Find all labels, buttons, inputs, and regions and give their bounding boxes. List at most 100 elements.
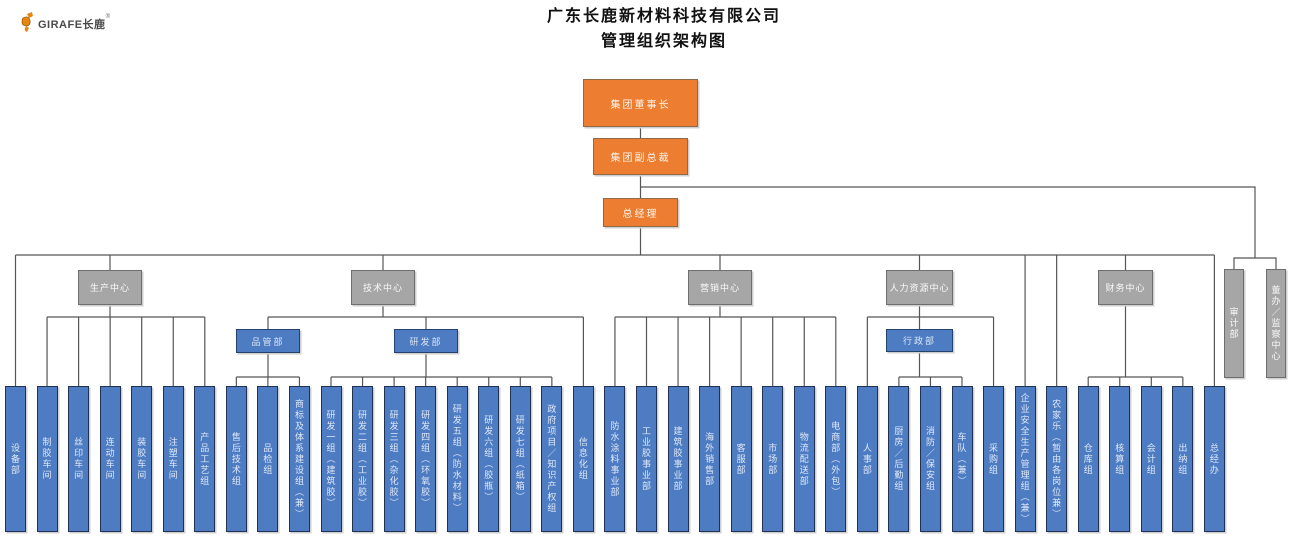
org-node-rnd-dept-label: 研发部: [409, 336, 443, 347]
org-node-admin-dept-label: 行政部: [902, 336, 936, 346]
org-leaf-node: 研发七组（纸箱）: [509, 386, 531, 532]
org-node-rnd-dept: 研发部: [394, 329, 458, 353]
org-leaf-node: 建筑胶事业部: [667, 386, 689, 532]
org-leaf-node: 厨房／后勤组: [888, 386, 910, 532]
org-leaf-node: 人事部: [856, 386, 878, 532]
org-node-group-chairman: 集团董事长: [583, 79, 698, 127]
org-node-board-office-supervision-center-label: 董办／监察中心: [1270, 285, 1281, 362]
org-leaf-node-label: 物流配送部: [798, 431, 809, 487]
chart-subtitle: 管理组织架构图: [600, 33, 727, 50]
chart-title: 广东长鹿新材料科技有限公司 管理组织架构图: [464, 4, 864, 54]
org-leaf-node: 出纳组: [1172, 386, 1194, 532]
org-leaf-node-label: 品检组: [262, 442, 273, 476]
org-leaf-node: 仓库组: [1077, 386, 1099, 532]
org-leaf-node: 企业安全生产管理组（兼）: [1014, 386, 1036, 532]
logo: GIRAFE长鹿 ®: [18, 10, 110, 38]
org-leaf-node: 研发六组（胶瓶）: [478, 386, 500, 532]
org-leaf-node-label: 人事部: [861, 442, 872, 476]
org-leaf-node: 政府项目／知识产权组: [541, 386, 563, 532]
org-node-finance-center: 财务中心: [1098, 270, 1153, 305]
org-leaf-node-label: 装胶车间: [136, 437, 147, 481]
org-node-group-vice-president-label: 集团副总裁: [610, 153, 671, 164]
org-leaf-node-label: 核算组: [1114, 442, 1125, 476]
org-leaf-node: 电商部（外包）: [825, 386, 847, 532]
org-node-general-manager: 总经理: [603, 198, 678, 227]
org-leaf-node-label: 建筑胶事业部: [672, 426, 683, 492]
org-node-quality-dept: 品管部: [236, 329, 300, 353]
org-leaf-node: 海外销售部: [699, 386, 721, 532]
org-leaf-node: 设备部: [5, 386, 26, 532]
org-node-group-vice-president: 集团副总裁: [593, 138, 688, 175]
org-leaf-node-label: 制胶车间: [41, 437, 52, 481]
org-node-quality-dept-label: 品管部: [251, 336, 285, 347]
org-leaf-node: 物流配送部: [793, 386, 815, 532]
org-leaf-node-label: 总经办: [1208, 442, 1219, 476]
org-leaf-node: 连动车间: [99, 386, 121, 532]
org-leaf-node-label: 工业胶事业部: [641, 426, 651, 492]
org-leaf-node-label: 厨房／后勤组: [893, 426, 904, 492]
org-leaf-node: 防水涂料事业部: [604, 386, 626, 532]
org-node-audit-dept: 审计部: [1224, 269, 1244, 378]
org-leaf-node: 制胶车间: [36, 386, 58, 532]
org-leaf-node-label: 产品工艺组: [199, 431, 210, 487]
org-node-admin-dept: 行政部: [886, 329, 953, 352]
org-leaf-node-label: 采购组: [988, 442, 999, 476]
org-leaf-node-label: 研发七组（纸箱）: [514, 415, 525, 503]
org-leaf-node: 农家乐（暂由各岗位兼）: [1046, 386, 1068, 532]
org-leaf-node: 装胶车间: [131, 386, 153, 532]
logo-registered-mark: ®: [105, 14, 110, 20]
org-leaf-node-label: 研发三组（杂化胶）: [388, 409, 399, 509]
org-node-technology-center: 技术中心: [351, 270, 415, 305]
org-node-general-manager-label: 总经理: [622, 209, 659, 220]
org-leaf-node: 采购组: [983, 386, 1005, 532]
org-node-audit-dept-label: 审计部: [1228, 307, 1239, 340]
org-leaf-node-label: 客服部: [735, 442, 746, 476]
org-leaf-node: 会计组: [1140, 386, 1162, 532]
org-leaf-node-label: 研发五组（防水材料）: [451, 404, 462, 514]
org-leaf-node: 研发四组（环氧胶）: [415, 386, 437, 532]
org-leaf-node-label: 研发六组（胶瓶）: [483, 415, 494, 503]
org-leaf-node-label: 信息化组: [577, 437, 588, 481]
org-leaf-node-label: 企业安全生产管理组（兼）: [1019, 393, 1030, 525]
org-leaf-node: 售后技术组: [225, 386, 247, 532]
org-leaf-node-label: 出纳组: [1177, 442, 1188, 476]
org-leaf-node-label: 电商部（外包）: [830, 420, 841, 498]
org-node-group-chairman-label: 集团董事长: [610, 99, 671, 111]
org-leaf-node: 研发三组（杂化胶）: [383, 386, 405, 532]
org-leaf-node-label: 研发二组（工业胶）: [357, 409, 368, 509]
org-leaf-node: 消防／保安组: [919, 386, 941, 532]
org-leaf-node-label: 海外销售部: [704, 431, 715, 487]
org-leaf-node-label: 研发四组（环氧胶）: [420, 409, 431, 509]
org-leaf-node: 客服部: [730, 386, 752, 532]
org-leaf-node-label: 设备部: [10, 442, 20, 476]
org-node-production-center: 生产中心: [78, 270, 142, 305]
org-leaf-node-label: 政府项目／知识产权组: [546, 404, 557, 514]
org-leaf-node: 信息化组: [572, 386, 594, 532]
org-leaf-node-label: 研发一组（建筑胶）: [325, 409, 336, 509]
org-leaf-node-label: 商标及体系建设组（兼）: [293, 398, 304, 520]
org-leaf-node: 品检组: [257, 386, 279, 532]
org-leaf-node-label: 丝印车间: [73, 437, 84, 481]
org-leaf-node: 产品工艺组: [194, 386, 216, 532]
org-leaf-node: 研发二组（工业胶）: [352, 386, 374, 532]
org-node-production-center-label: 生产中心: [89, 283, 130, 293]
org-node-hr-center: 人力资源中心: [886, 270, 953, 305]
org-node-board-office-supervision-center: 董办／监察中心: [1266, 269, 1286, 378]
org-node-finance-center-label: 财务中心: [1105, 283, 1146, 293]
org-leaf-node-label: 车队（兼）: [956, 431, 967, 487]
org-leaf-node: 车队（兼）: [951, 386, 973, 532]
logo-text: GIRAFE长鹿: [38, 19, 106, 31]
org-leaf-node-label: 会计组: [1145, 442, 1156, 476]
company-name: 广东长鹿新材料科技有限公司: [546, 8, 781, 25]
org-leaf-node: 研发五组（防水材料）: [446, 386, 468, 532]
org-node-marketing-center-label: 营销中心: [699, 283, 740, 293]
org-leaf-node: 市场部: [762, 386, 784, 532]
org-leaf-node: 总经办: [1203, 386, 1225, 532]
org-leaf-node: 丝印车间: [68, 386, 90, 532]
org-leaf-node-label: 注塑车间: [167, 437, 178, 481]
org-leaf-node: 工业胶事业部: [636, 386, 657, 532]
org-leaf-node: 研发一组（建筑胶）: [320, 386, 342, 532]
org-node-marketing-center: 营销中心: [688, 270, 752, 305]
org-leaf-node: 核算组: [1109, 386, 1131, 532]
